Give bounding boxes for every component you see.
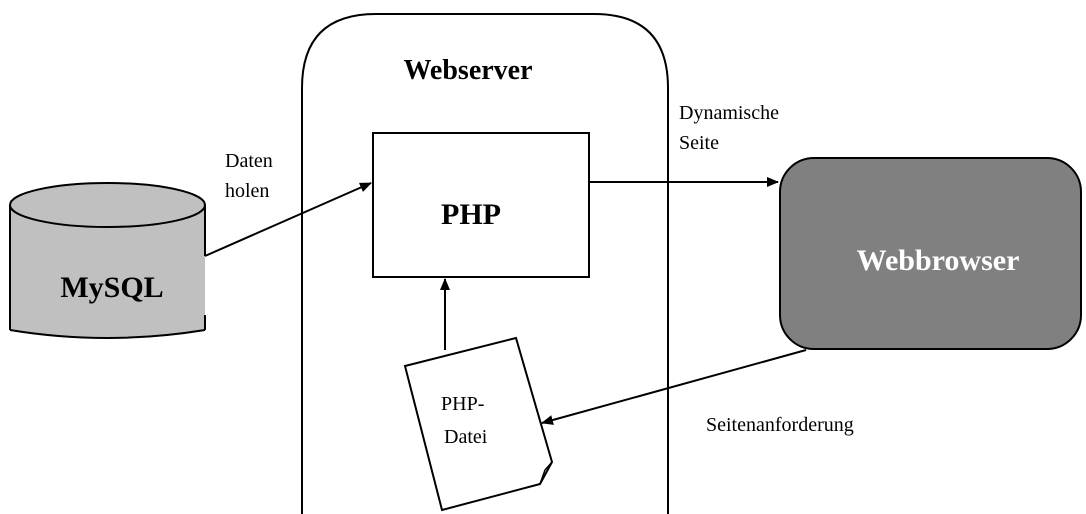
php-file-document: PHP- Datei <box>403 336 554 512</box>
dynamic-page-label-line1: Dynamische <box>679 102 779 124</box>
php-box: PHP <box>372 132 590 278</box>
mysql-label: MySQL <box>60 271 163 304</box>
webbrowser-box: Webbrowser <box>779 157 1082 350</box>
php-label: PHP <box>441 198 501 231</box>
webbrowser-label: Webbrowser <box>857 244 1020 277</box>
dynamic-page-label-line2: Seite <box>679 132 719 154</box>
fetch-data-arrow <box>204 182 372 257</box>
page-request-label: Seitenanforderung <box>706 414 854 436</box>
php-file-label-line1: PHP- <box>441 393 484 415</box>
php-file-label-line2: Datei <box>444 426 488 448</box>
page-request-arrow <box>541 349 807 425</box>
webserver-label: Webserver <box>403 55 532 86</box>
fetch-data-label-line1: Daten <box>225 150 273 172</box>
mysql-database: MySQL <box>9 182 206 339</box>
fetch-data-label-line2: holen <box>225 180 269 202</box>
